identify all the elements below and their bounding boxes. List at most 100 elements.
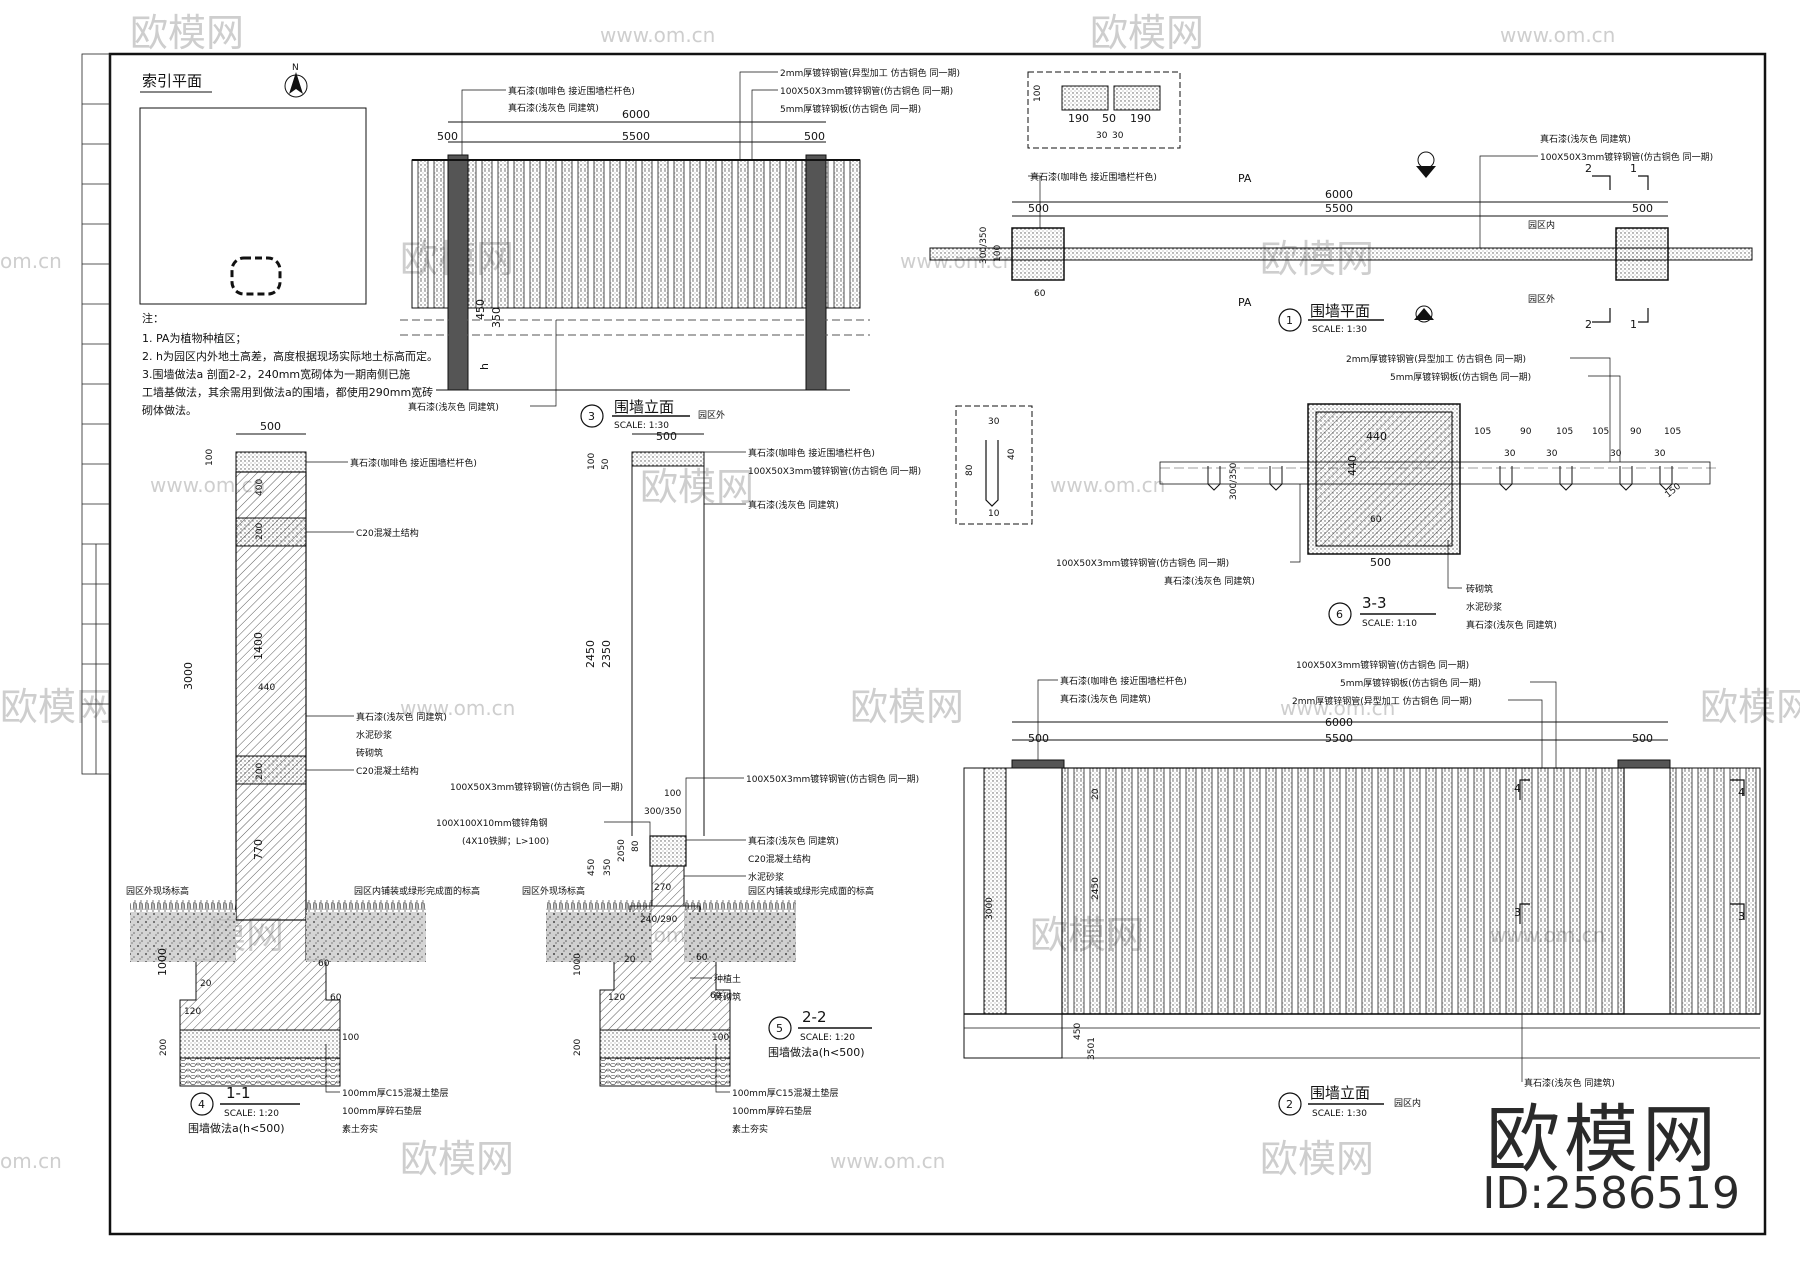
dim-text: 200	[573, 1039, 583, 1056]
label-ground-in: 园区内铺装或绿形完成面的标高	[748, 885, 874, 897]
section-mark: 1	[1630, 318, 1637, 331]
note-line: 砌体做法。	[142, 403, 197, 417]
dim-text: 100	[664, 789, 681, 799]
dim-text: 20	[200, 979, 212, 989]
dim-text: 90	[1520, 427, 1532, 437]
section-mark: 4	[1738, 786, 1745, 799]
dim-text: 190	[1130, 112, 1151, 125]
dim-text: 500	[1632, 732, 1653, 745]
view-side: 园区外	[698, 409, 725, 421]
dim-text: 100	[1033, 85, 1043, 102]
label-angle: 100X100X10mm镀锌角钢	[436, 817, 548, 829]
dim-text: 30	[1112, 131, 1124, 141]
dim-text: 100	[712, 1033, 729, 1043]
label-planting: 种植土	[714, 973, 741, 985]
dim-text: 500	[260, 420, 281, 433]
label-plate-5mm: 5mm厚镀锌钢板(仿古铜色 同一期)	[1390, 371, 1531, 383]
label-tube-100x50: 100X50X3mm镀锌钢管(仿古铜色 同一期)	[450, 781, 623, 793]
watermark-brand: 欧模网	[640, 465, 754, 509]
watermark-brand: 欧模网	[130, 11, 244, 55]
note-line: 工墙基做法，其余需用到做法a的围墙，都使用290mm宽砖	[142, 385, 433, 399]
note-line: 2. h为园区内外地土高差，高度根据现场实际地土标高而定。	[142, 349, 438, 363]
section-mark: 1	[1630, 162, 1637, 175]
dim-text: 450	[1073, 1023, 1083, 1040]
dim-text: 200	[159, 1039, 169, 1056]
label-tube-100x50: 100X50X3mm镀锌钢管(仿古铜色 同一期)	[1056, 557, 1229, 569]
dim-text: 450	[474, 299, 487, 320]
dim-text: 30	[1504, 449, 1516, 459]
dim-text: 80	[965, 464, 975, 476]
dim-text: 350	[490, 307, 503, 328]
label-c20: C20混凝土结构	[748, 853, 811, 865]
dim-text: 30	[1096, 131, 1108, 141]
label-brick: 砖砌筑	[1466, 583, 1493, 595]
view-side: 园区内	[1394, 1097, 1421, 1109]
section-mark: 3	[1514, 906, 1521, 919]
label-tube-100x50: 100X50X3mm镀锌钢管(仿古铜色 同一期)	[1540, 151, 1713, 163]
dim-text: 440	[1346, 455, 1359, 476]
dim-text: 300/350	[644, 807, 682, 817]
title-strip	[81, 53, 111, 775]
dim-text: 60	[1370, 515, 1382, 525]
label-gravel: 100mm厚碎石垫层	[732, 1105, 812, 1117]
watermark-brand: 欧模网	[0, 685, 114, 729]
dim-text: 100	[587, 453, 597, 470]
label-inside: 园区内	[1528, 219, 1555, 231]
label-stone-coffee: 真石漆(咖啡色 接近围墙栏杆色)	[350, 457, 477, 469]
watermark-site: www.om.cn	[1500, 23, 1615, 47]
dim-text: 2050	[617, 839, 627, 862]
section-mark: 2	[1585, 318, 1592, 331]
elevation-inside: 6000 500 5500 500 3000 20 2450 450 3501 …	[963, 659, 1761, 1119]
dim-text: 60	[330, 993, 342, 1003]
label-c20: C20混凝土结构	[356, 527, 419, 539]
label-c20: C20混凝土结构	[356, 765, 419, 777]
label-tube-100x50: 100X50X3mm镀锌钢管(仿古铜色 同一期)	[748, 465, 921, 477]
dim-text: 770	[252, 839, 265, 860]
section-2-2: 500 100 50 2450 2350 450 350 2050 80 100…	[436, 430, 921, 1135]
label-outside: 园区外	[1528, 293, 1555, 305]
watermark-site: www.om.cn	[600, 23, 715, 47]
dim-text: 500	[804, 130, 825, 143]
wall-plan: 6000 500 5500 500 300/350 100 60 PA PA 园…	[929, 133, 1753, 335]
label-stone-grey: 真石漆(浅灰色 同建筑)	[748, 499, 839, 511]
dim-text: 80	[631, 840, 641, 852]
view-scale: SCALE: 1:30	[1312, 325, 1367, 335]
dim-text: 60	[1034, 289, 1046, 299]
dim-text: 90	[1630, 427, 1642, 437]
dim-text: 240/290	[640, 915, 678, 925]
dim-text: 200	[255, 523, 265, 540]
dim-text: 2450	[1091, 877, 1101, 900]
dim-text: 500	[437, 130, 458, 143]
notes: 注： 1. PA为植物种植区； 2. h为园区内外地土高差，高度根据现场实际地土…	[142, 311, 438, 417]
label-gravel: 100mm厚碎石垫层	[342, 1105, 422, 1117]
view-number: 6	[1336, 608, 1343, 621]
dim-text: 440	[1366, 430, 1387, 443]
sheet-border	[108, 52, 1767, 1236]
view-title: 3-3	[1362, 594, 1387, 612]
dim-text: 5500	[1325, 202, 1353, 215]
label-ground-out: 园区外现场标高	[126, 885, 189, 897]
label-tube-100x50: 100X50X3mm镀锌钢管(仿古铜色 同一期)	[1296, 659, 1469, 671]
dim-text: 10	[988, 509, 1000, 519]
label-tube-2mm: 2mm厚镀锌钢管(异型加工 仿古铜色 同一期)	[1346, 353, 1526, 365]
note-line: 1. PA为植物种植区；	[142, 331, 246, 345]
elevation-outside: 6000 500 5500 500 450 350 h 真石漆(咖啡色 接近围墙…	[400, 67, 960, 431]
index-plan: 索引平面 N	[139, 63, 367, 305]
watermark-site: www.om.cn	[1280, 696, 1395, 720]
dim-text: 500	[1028, 202, 1049, 215]
dim-text: 120	[184, 1007, 201, 1017]
label-plate-5mm: 5mm厚镀锌钢板(仿古铜色 同一期)	[1340, 677, 1481, 689]
dim-text: 105	[1474, 427, 1491, 437]
north-label: N	[292, 63, 299, 73]
dim-text: 50	[1102, 112, 1116, 125]
north-arrow-icon: N	[284, 63, 308, 98]
view-number: 3	[588, 410, 595, 423]
label-stone-grey: 真石漆(浅灰色 同建筑)	[1466, 619, 1557, 631]
view-number: 2	[1286, 1098, 1293, 1111]
dim-text: 5500	[622, 130, 650, 143]
label-stone-grey: 真石漆(浅灰色 同建筑)	[408, 401, 499, 413]
section-mark: 2	[1585, 162, 1592, 175]
dim-text: 300/350	[1229, 462, 1239, 500]
model-id: ID:2586519	[1482, 1168, 1740, 1219]
watermark-site: www.om.cn	[830, 1149, 945, 1173]
